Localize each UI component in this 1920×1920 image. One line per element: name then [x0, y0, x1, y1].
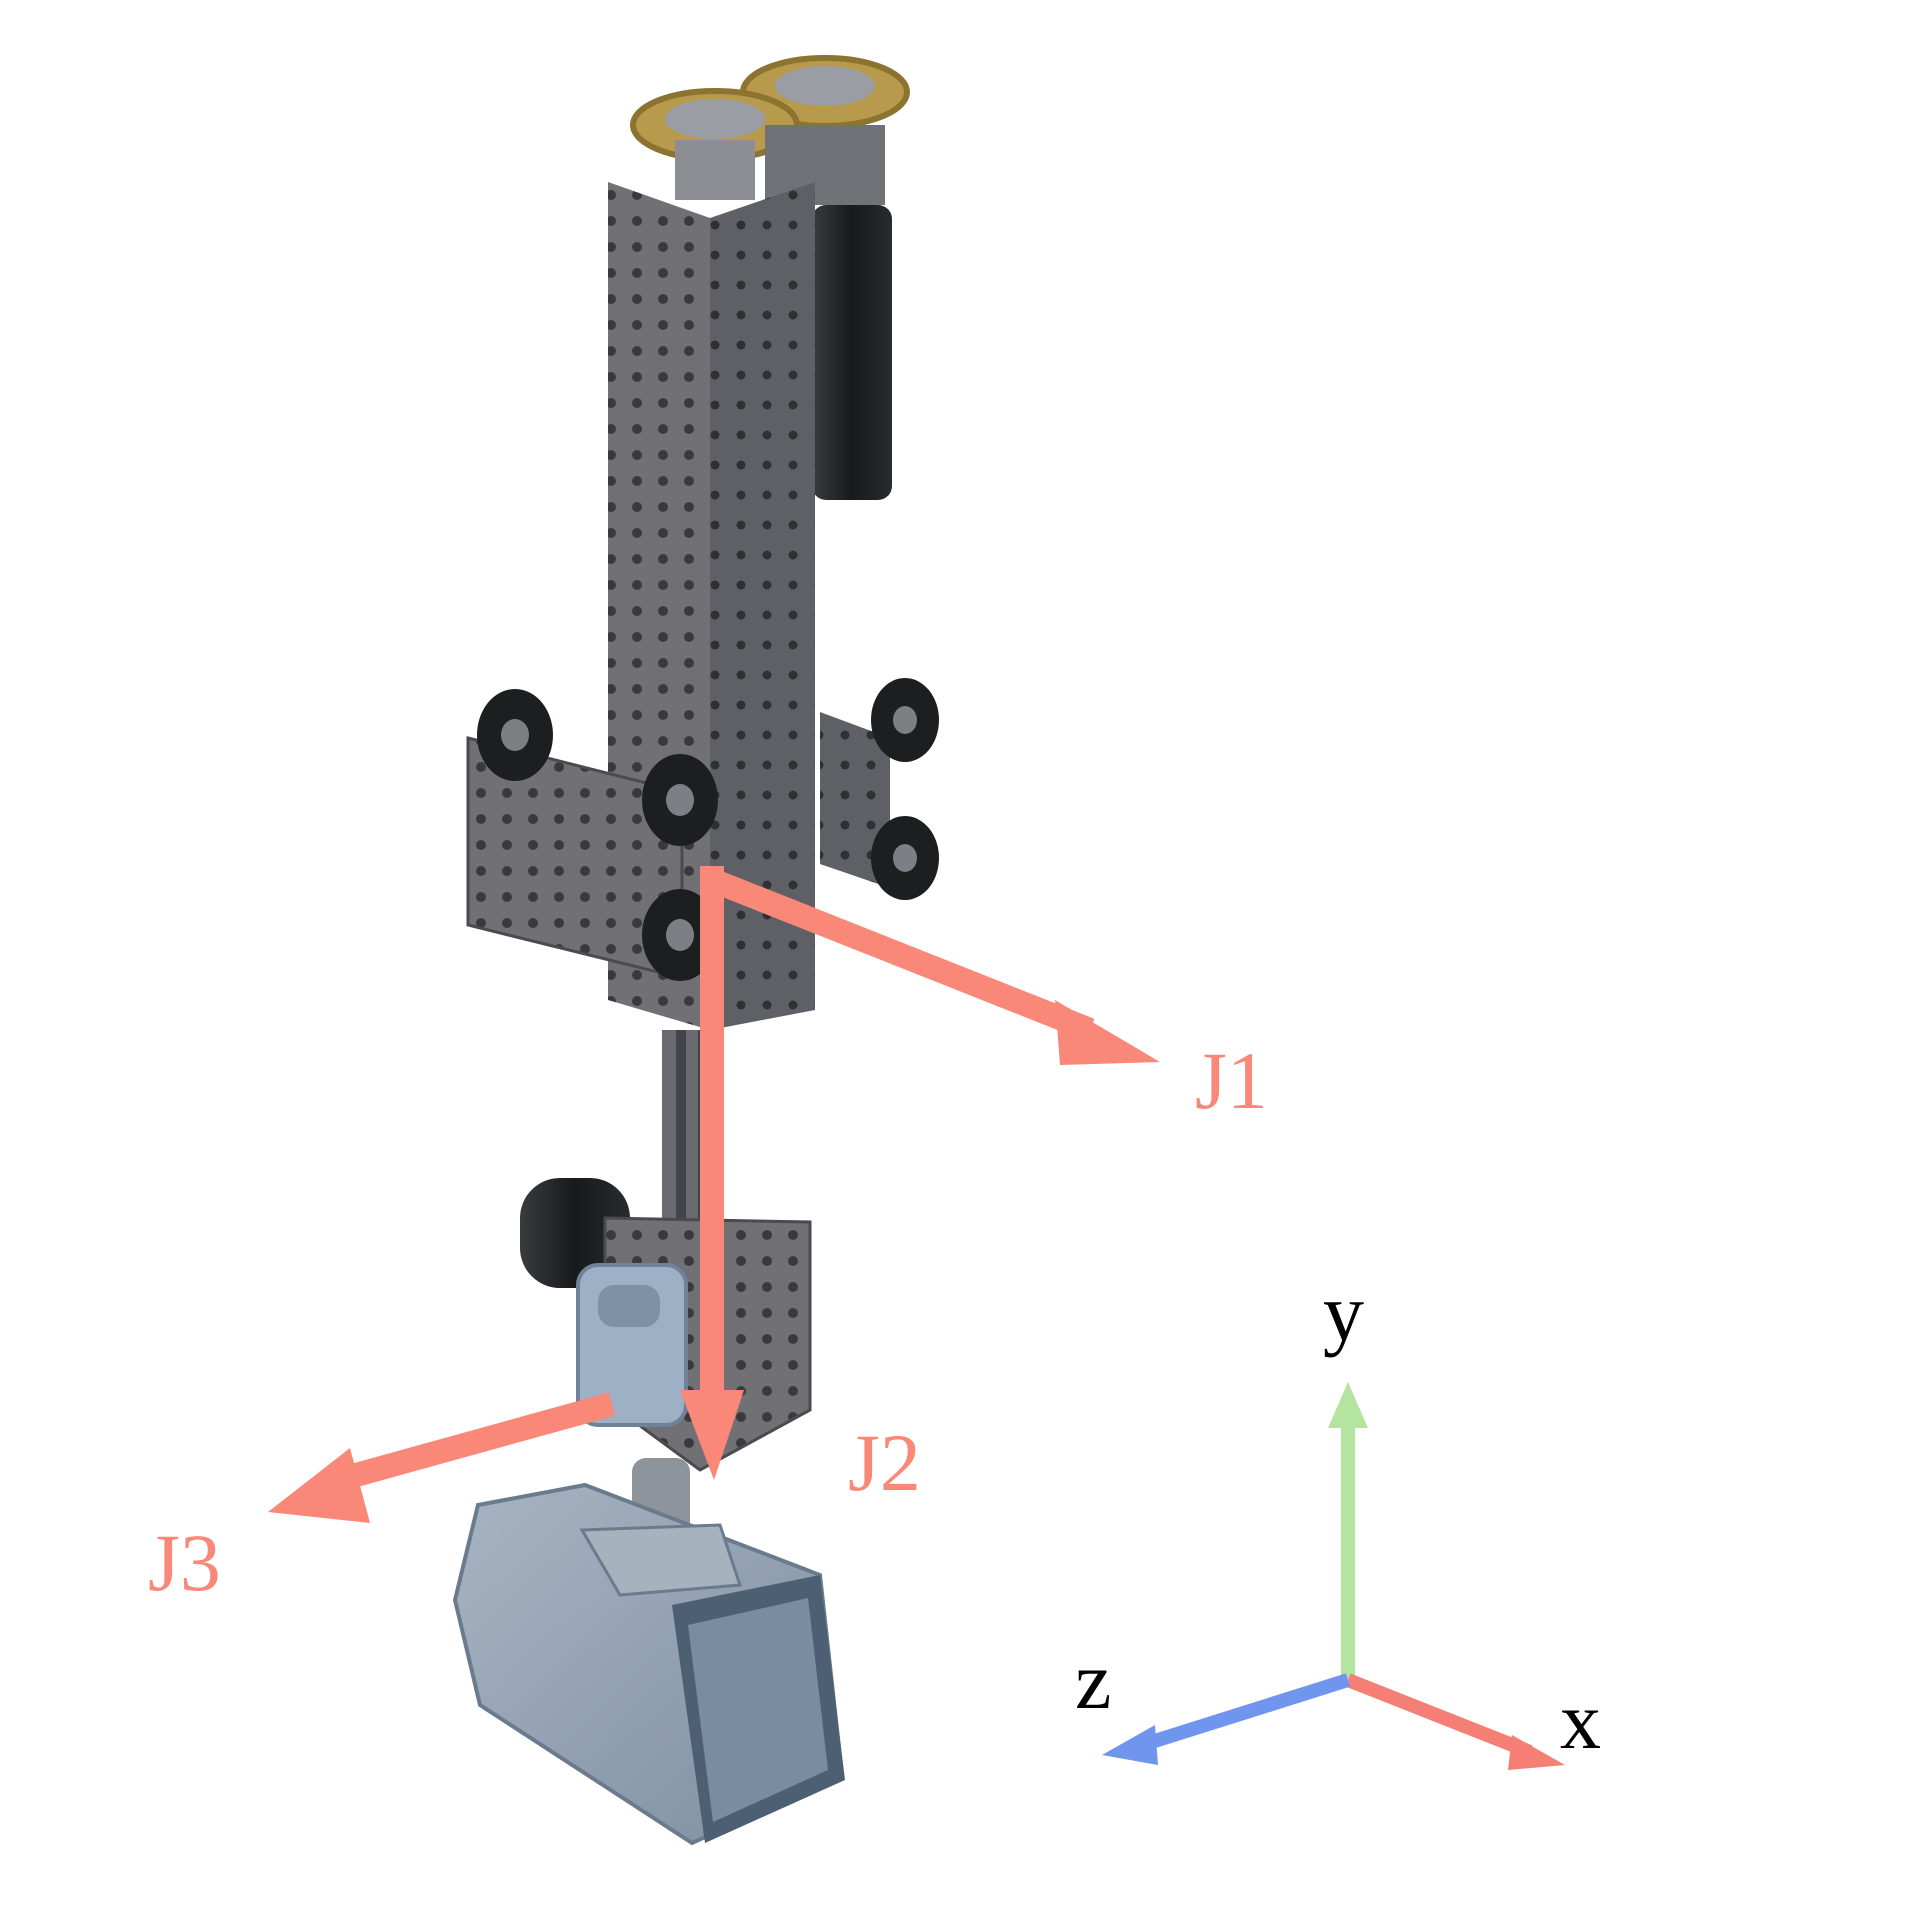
top-motor: [812, 205, 892, 500]
j1-label: J1: [1195, 1035, 1268, 1126]
j1-arrowhead: [1055, 1000, 1160, 1065]
x-axis-line: [1345, 1673, 1533, 1759]
x-axis-label: x: [1560, 1675, 1601, 1766]
carriage-plate-right: [820, 712, 890, 888]
j2-arrowhead: [680, 1390, 744, 1480]
x-axis-arrowhead: [1508, 1735, 1565, 1770]
coordinate-axes: [1102, 1382, 1565, 1770]
j3-arrow: [334, 1392, 616, 1492]
tower-side-plate: [710, 182, 815, 1030]
y-axis-arrowhead: [1328, 1382, 1368, 1428]
z-axis-arrowhead: [1102, 1725, 1158, 1765]
j2-label: J2: [848, 1417, 921, 1508]
z-axis-label: z: [1075, 1635, 1111, 1726]
gear-icon: [630, 55, 910, 205]
wrist-motor: [520, 1178, 630, 1288]
carriage-rollers: [477, 678, 939, 981]
z-axis-line: [1139, 1673, 1351, 1752]
y-axis-label: y: [1323, 1267, 1364, 1358]
joint-arrows: [268, 866, 1160, 1523]
j3-arrowhead: [268, 1448, 370, 1523]
bucket: [452, 1482, 845, 1846]
j3-label: J3: [148, 1517, 221, 1608]
